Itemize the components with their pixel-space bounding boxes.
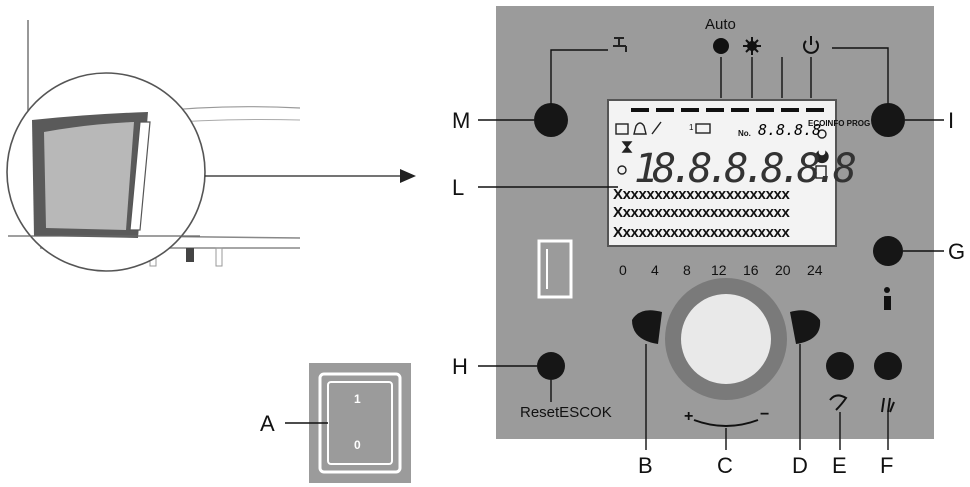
minus-sign: − (760, 406, 770, 423)
lcd-no-label: No. (738, 129, 751, 138)
plus-sign: + (684, 408, 694, 425)
reset-label: ResetESCOK (520, 404, 612, 421)
label-b: B (638, 453, 653, 478)
auto-icon (713, 38, 729, 54)
time-scale-12: 12 (711, 262, 727, 278)
lcd-small-digits: 8.8.8.8 (758, 121, 821, 139)
time-scale-8: 8 (683, 262, 691, 278)
label-f: F (880, 453, 894, 478)
button-i[interactable] (871, 103, 905, 137)
control-box-face (44, 122, 134, 230)
button-h[interactable] (537, 352, 565, 380)
lcd-status-icons (615, 121, 829, 179)
tap-icon (613, 37, 627, 52)
lcd-ecoinfo-label: ECOINFO PROG (808, 119, 870, 128)
lcd-one-label: 1 (689, 123, 694, 132)
button-g[interactable] (873, 236, 903, 266)
label-e: E (832, 453, 847, 478)
hand-icon (829, 394, 848, 411)
button-m[interactable] (534, 103, 568, 137)
power-icon (803, 36, 819, 54)
lcd-display (607, 99, 837, 247)
switch-frame[interactable] (318, 372, 402, 474)
dial-left-button[interactable] (632, 310, 662, 344)
sun-icon (743, 37, 761, 55)
lcd-row-1: Xxxxxxxxxxxxxxxxxxxxxx (613, 186, 790, 203)
time-scale-4: 4 (651, 262, 659, 278)
auto-label: Auto (705, 16, 736, 33)
label-d: D (792, 453, 808, 478)
time-scale-16: 16 (743, 262, 759, 278)
lcd-program-bars (631, 108, 824, 112)
label-l: L (452, 175, 465, 200)
label-m: M (452, 108, 471, 133)
chimney-sweep-icon (881, 397, 895, 413)
rotary-dial-center[interactable] (681, 294, 771, 384)
time-scale-24: 24 (807, 262, 823, 278)
label-g: G (948, 239, 966, 264)
label-a: A (260, 411, 275, 436)
lcd-row-2: Xxxxxxxxxxxxxxxxxxxxxx (613, 204, 790, 221)
label-i: I (948, 108, 955, 133)
lcd-big-digits: 18.8.8.8.8.8 (634, 146, 855, 192)
boiler-detail (6, 20, 416, 272)
card-slot-icon (537, 239, 573, 299)
switch-on-label: 1 (354, 392, 361, 406)
time-scale-0: 0 (619, 262, 627, 278)
label-h: H (452, 354, 468, 379)
time-scale-20: 20 (775, 262, 791, 278)
info-icon (884, 287, 891, 310)
rotate-arrow-icon (693, 419, 759, 427)
lcd-row-3: Xxxxxxxxxxxxxxxxxxxxxx (613, 224, 790, 241)
button-f[interactable] (874, 352, 902, 380)
dial-right-button[interactable] (790, 310, 821, 344)
switch-off-label: 0 (354, 438, 361, 452)
pointer-arrow (400, 169, 416, 183)
label-c: C (717, 453, 733, 478)
button-e[interactable] (826, 352, 854, 380)
